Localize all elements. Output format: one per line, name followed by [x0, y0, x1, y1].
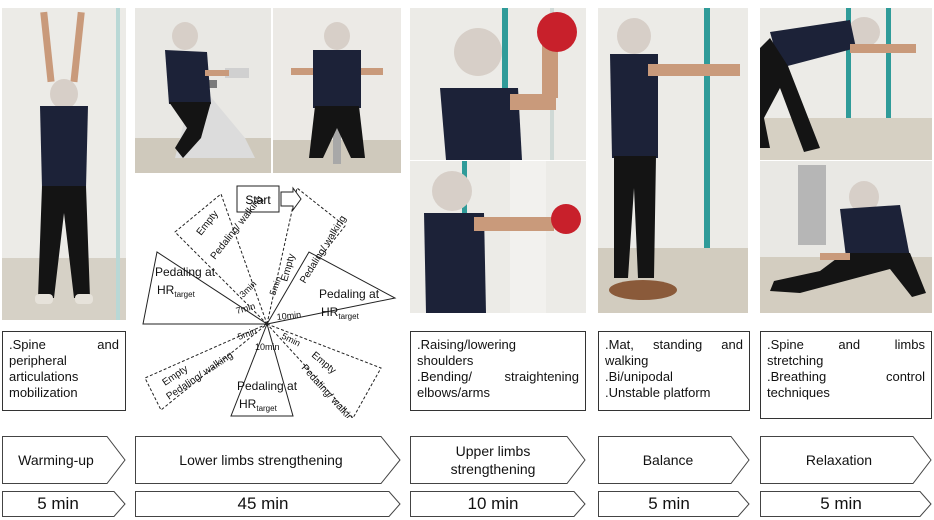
duration-label: 5 min — [37, 494, 79, 513]
desc-line: .Mat, standing and — [605, 337, 743, 352]
time-10min-bottom: 10min — [255, 342, 280, 352]
pedal-left-hr: HR — [157, 283, 175, 297]
blade-pedal-right — [266, 251, 397, 325]
desc-line: shoulders — [417, 353, 474, 368]
duration-label: 45 min — [237, 494, 289, 513]
pedal-left-line2: HRtarget — [157, 283, 196, 299]
blade-empty-bottom-left — [144, 323, 268, 411]
stage-chevron-relax: Relaxation — [760, 436, 932, 484]
stage-label: Relaxation — [805, 452, 873, 468]
pedal-right-line1: Pedaling at — [319, 287, 380, 301]
desc-relax: .Spine and limbs stretching .Breathing c… — [760, 331, 932, 419]
desc-line: techniques — [767, 385, 830, 400]
pedal-bottom-hr-sub: target — [256, 404, 277, 413]
desc-line: mobilization — [9, 385, 78, 400]
stage-label: Balance — [642, 452, 694, 468]
pedal-right-hr: HR — [321, 305, 339, 319]
desc-line: elbows/arms — [417, 385, 490, 400]
photo-dumbbell-raise — [410, 8, 586, 160]
stage-label: Lower limbs strengthening — [179, 452, 343, 468]
desc-line: walking — [605, 353, 649, 368]
desc-line: stretching — [767, 353, 824, 368]
pedal-left-line1: Pedaling at — [155, 265, 216, 279]
time-10min-right: 10min — [276, 309, 301, 322]
pedal-bottom-hr: HR — [239, 397, 257, 411]
start-label: Start — [245, 193, 271, 207]
duration-chevron-upper: 10 min — [410, 491, 586, 517]
stage-label: Upper limbs strengthening — [450, 443, 536, 477]
pedal-left-hr-sub: target — [174, 290, 195, 299]
interval-diagram: Start Empty Pedaling/ walking Empty Peda… — [142, 185, 397, 418]
pedal-right-line2: HRtarget — [321, 305, 360, 321]
photo-balance-platform — [598, 8, 748, 313]
stage-label: Warming-up — [18, 452, 94, 468]
blade-empty-top-left — [174, 193, 268, 325]
stage-chevron-warmup: Warming-up — [2, 436, 126, 484]
duration-chevron-balance: 5 min — [598, 491, 750, 517]
photo-stretch-bend — [760, 8, 932, 160]
stage-chevron-upper: Upper limbs strengthening — [410, 436, 586, 484]
desc-balance: .Mat, standing and walking .Bi/unipodal … — [598, 331, 750, 411]
desc-line: .Spine and limbs — [767, 337, 925, 352]
desc-line: articulations — [9, 369, 79, 384]
blade-pedal-left — [142, 251, 269, 325]
desc-line: .Bending/ straightening — [417, 369, 579, 384]
desc-line: peripheral — [9, 353, 67, 368]
stage-chevron-lower: Lower limbs strengthening — [135, 436, 401, 484]
pedal-bottom-line1: Pedaling at — [237, 379, 298, 393]
desc-warmup: .Spine and peripheral articulations mobi… — [2, 331, 126, 411]
photo-stretch-lunge — [760, 161, 932, 313]
photo-dumbbell-forward — [410, 161, 586, 313]
desc-line: .Raising/lowering — [417, 337, 516, 352]
blade-empty-bottom-right — [266, 323, 382, 418]
photo-bike-side — [135, 8, 271, 173]
duration-label: 5 min — [820, 494, 862, 513]
desc-upper: .Raising/lowering shoulders .Bending/ st… — [410, 331, 586, 411]
duration-chevron-lower: 45 min — [135, 491, 401, 517]
desc-line: .Spine and — [9, 337, 119, 352]
duration-label: 10 min — [467, 494, 519, 513]
duration-chevron-relax: 5 min — [760, 491, 932, 517]
duration-chevron-warmup: 5 min — [2, 491, 126, 517]
desc-line: .Breathing control — [767, 369, 925, 384]
photo-warmup-stretch — [2, 8, 126, 320]
pedal-right-hr-sub: target — [338, 312, 359, 321]
desc-line: .Unstable platform — [605, 385, 711, 400]
start-arrow — [280, 186, 302, 212]
stage-chevron-balance: Balance — [598, 436, 750, 484]
blade-pedal-bottom — [230, 322, 294, 417]
pedal-bottom-line2: HRtarget — [239, 397, 278, 413]
duration-label: 5 min — [648, 494, 690, 513]
photo-bike-front — [273, 8, 401, 173]
start-box — [236, 185, 280, 213]
desc-line: .Bi/unipodal — [605, 369, 673, 384]
